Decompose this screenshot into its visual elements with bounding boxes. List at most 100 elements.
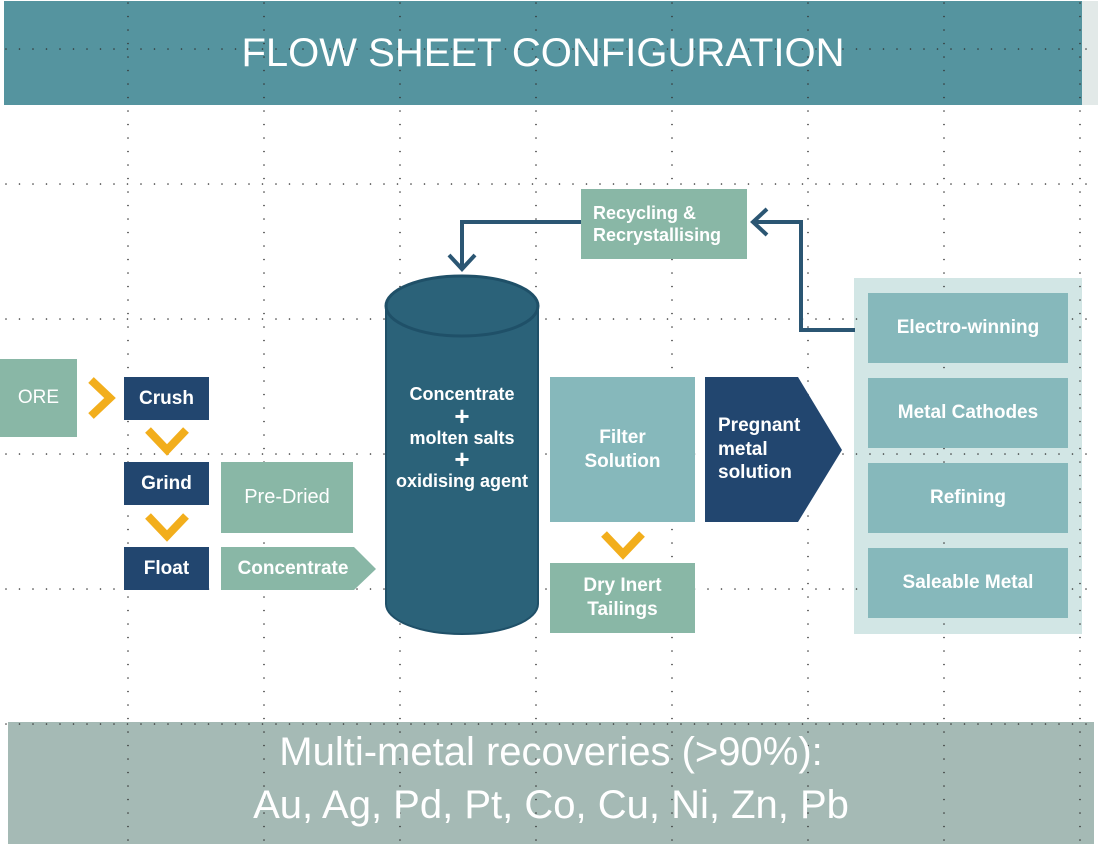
grid-dot <box>126 183 129 185</box>
grid-dot <box>896 183 898 185</box>
grid-dot <box>807 110 809 112</box>
reactor-cylinder <box>384 274 540 635</box>
grind-step: Grind <box>124 462 209 505</box>
grid-dot <box>127 137 129 139</box>
grid-dot <box>788 588 790 590</box>
grid-dot <box>263 177 265 180</box>
grid-dot <box>671 123 673 126</box>
grid-dot <box>45 588 48 590</box>
grid-dot <box>855 183 858 185</box>
chevron-down-icon <box>145 427 189 456</box>
grid-dot <box>127 353 129 355</box>
grid-dot <box>5 588 7 590</box>
pregnant-line-3: solution <box>718 462 792 484</box>
grid-dot <box>491 183 493 185</box>
grid-dot <box>807 663 809 666</box>
pre-dried-box: Pre-Dried <box>221 462 353 533</box>
grid-dot <box>127 447 129 450</box>
grid-dot <box>639 183 642 185</box>
grid-dot <box>329 453 331 455</box>
grid-dot <box>194 453 196 455</box>
grid-dot <box>127 245 129 247</box>
grid-dot <box>140 453 142 455</box>
grid-dot <box>72 453 75 455</box>
grid-dot <box>288 318 291 320</box>
grid-dot <box>315 318 318 320</box>
concentrate-label: Concentrate <box>237 557 349 579</box>
grid-dot <box>263 231 265 234</box>
grid-dot <box>127 650 129 652</box>
grid-dot <box>59 588 61 590</box>
grid-dot <box>807 542 809 544</box>
grid-dot <box>369 183 372 185</box>
grid-dot <box>399 164 401 166</box>
grid-dot <box>59 453 61 455</box>
grid-dot <box>807 137 809 139</box>
grid-dot <box>653 183 655 185</box>
grid-dot <box>113 588 115 590</box>
grid-dot <box>1058 183 1060 185</box>
grid-dot <box>263 150 265 153</box>
crush-step: Crush <box>124 377 209 420</box>
grid-dot <box>943 137 945 139</box>
grid-dot <box>720 588 723 590</box>
grid-dot <box>1079 123 1081 126</box>
recycling-line-1: Recycling & <box>593 202 697 223</box>
grid-dot <box>399 218 401 220</box>
grid-dot <box>671 542 673 544</box>
grid-dot <box>545 453 547 455</box>
grid-dot <box>943 110 945 112</box>
grid-dot <box>234 318 237 320</box>
grid-dot <box>342 318 345 320</box>
grid-dot <box>1085 453 1087 455</box>
grid-dot <box>32 183 34 185</box>
grid-dot <box>545 588 547 590</box>
grid-dot <box>399 177 401 180</box>
grid-dot <box>869 183 871 185</box>
grid-dot <box>1079 231 1081 234</box>
grid-dot <box>1079 245 1081 247</box>
grid-dot <box>734 588 736 590</box>
grid-dot <box>1079 258 1081 261</box>
grid-dot <box>572 183 574 185</box>
grid-dot <box>807 582 809 585</box>
grid-dot <box>275 453 277 455</box>
grid-dot <box>127 299 129 301</box>
filter-line-1: Filter <box>599 426 646 448</box>
grid-dot <box>585 183 588 185</box>
grid-dot <box>263 137 265 139</box>
grid-dot <box>263 204 265 207</box>
grid-dot <box>99 183 102 185</box>
output-electro-winning: Electro-winning <box>868 293 1068 363</box>
grid-dot <box>126 318 129 320</box>
grid-dot <box>399 110 401 112</box>
grid-dot <box>127 609 129 612</box>
grid-dot <box>263 299 265 301</box>
grid-dot <box>943 177 945 180</box>
grid-dot <box>558 183 561 185</box>
grid-dot <box>437 183 439 185</box>
grid-dot <box>707 588 709 590</box>
grid-dot <box>842 588 844 590</box>
reactor-line-1: Concentrate <box>409 384 515 404</box>
grid-dot <box>263 326 265 328</box>
reactor-line-2: molten salts <box>409 427 515 448</box>
grid-dot <box>113 453 115 455</box>
grid-dot <box>1079 110 1081 112</box>
grid-dot <box>807 123 809 126</box>
grid-dot <box>535 150 537 153</box>
grid-dot <box>263 677 265 679</box>
grid-dot <box>18 453 21 455</box>
grid-dot <box>1079 650 1081 652</box>
grid-dot <box>807 704 809 706</box>
grid-dot <box>263 380 265 382</box>
grid-dot <box>329 183 331 185</box>
grid-dot <box>263 447 265 450</box>
grid-dot <box>801 588 804 590</box>
output-refining: Refining <box>868 463 1068 533</box>
grid-dot <box>828 183 831 185</box>
grid-dot <box>127 596 129 598</box>
grid-dot <box>194 183 196 185</box>
grid-dot <box>1004 183 1006 185</box>
grid-dot <box>99 588 102 590</box>
